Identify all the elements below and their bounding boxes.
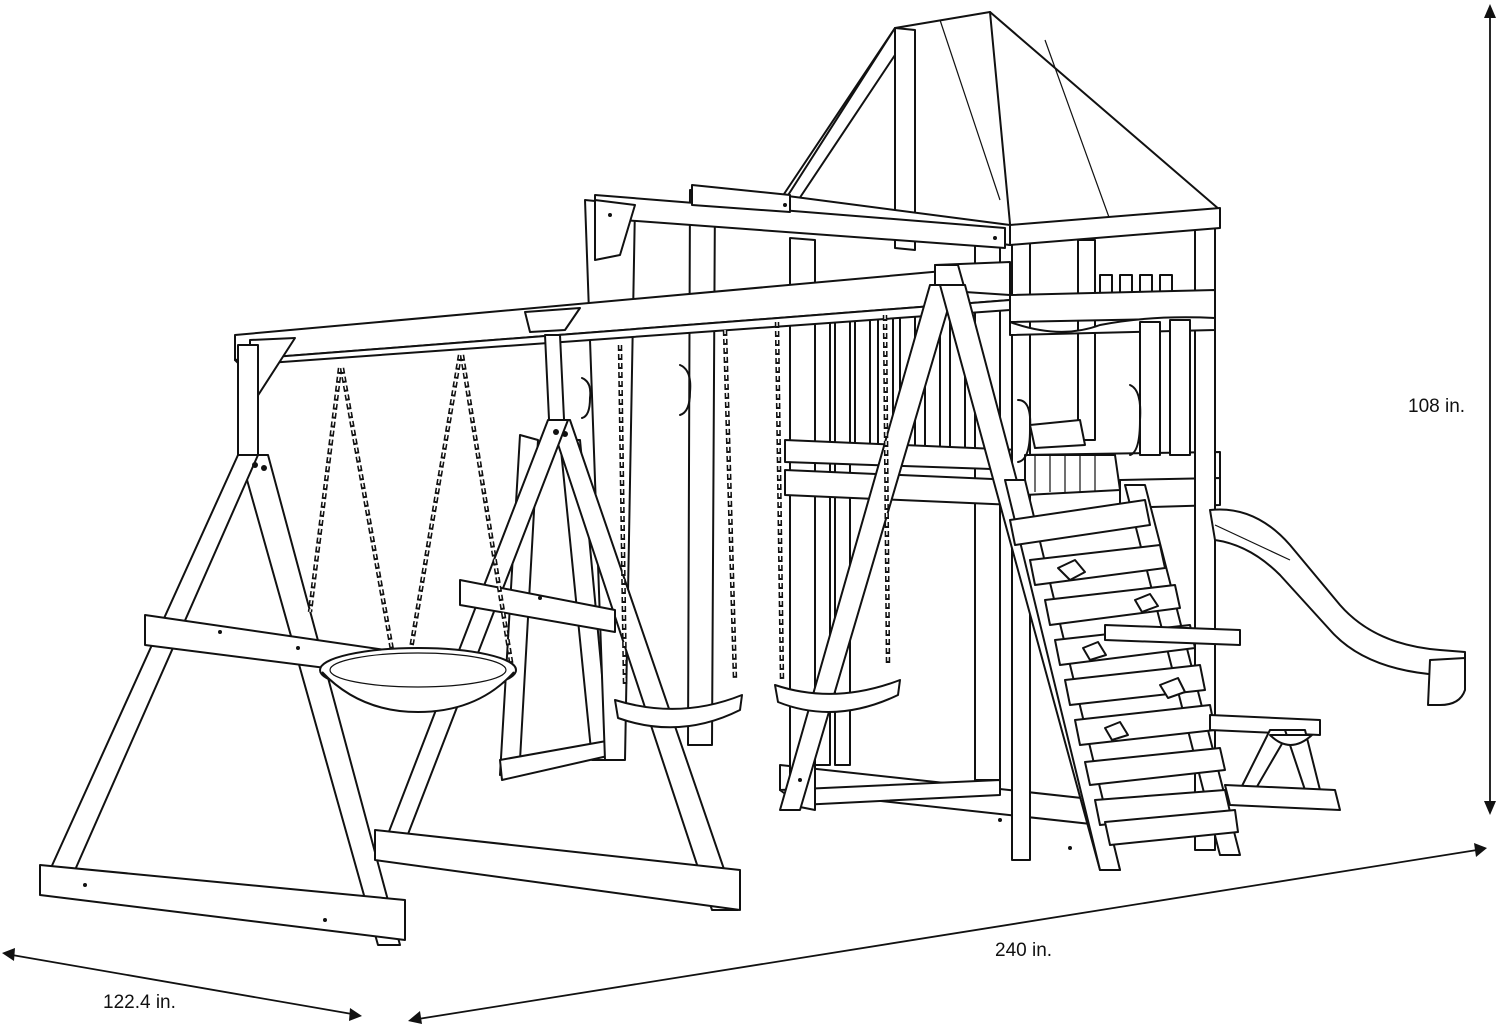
roof	[779, 11, 1221, 251]
belt-swing-1	[614, 694, 743, 729]
depth-label: 122.4 in.	[103, 992, 176, 1014]
slide	[1209, 508, 1466, 706]
height-dimension-line	[1484, 4, 1496, 815]
belt-swing-2	[774, 679, 901, 713]
middle-a-frame	[374, 334, 741, 911]
width-dimension-line	[408, 843, 1487, 1024]
width-label: 240 in.	[995, 940, 1053, 962]
bench	[1104, 624, 1341, 811]
ladder	[1004, 479, 1241, 871]
height-label: 108 in.	[1408, 396, 1466, 418]
saucer-swing	[319, 647, 517, 713]
depth-dimension-line	[2, 948, 362, 1021]
bolts	[83, 203, 1072, 922]
left-a-frame	[39, 344, 421, 946]
back-beam	[594, 184, 1006, 261]
swing-chains	[307, 314, 891, 686]
